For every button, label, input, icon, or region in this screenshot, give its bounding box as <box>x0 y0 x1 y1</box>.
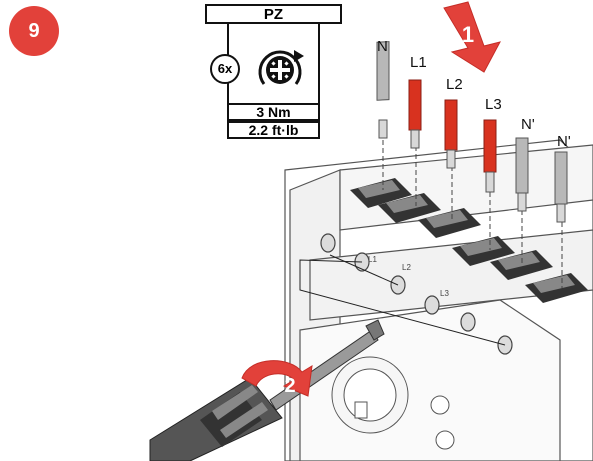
terminal-clamp <box>452 236 515 266</box>
screw-hole <box>460 312 476 332</box>
leader-lines <box>299 254 506 346</box>
step-1-arrow-icon: 1 <box>443 1 501 73</box>
screw-hole <box>320 233 336 253</box>
wire-n-prime-2 <box>554 151 568 223</box>
wire-label-l3: L3 <box>485 96 502 113</box>
terminal-mark: L2 <box>402 263 411 272</box>
wire-n <box>376 41 390 139</box>
wire-label-l2: L2 <box>446 76 463 93</box>
screw-hole <box>424 295 440 315</box>
step-1-label: 1 <box>462 22 474 47</box>
step-number-badge: 9 <box>9 6 59 56</box>
step-number: 9 <box>28 19 40 42</box>
torque-metric-value: 3 Nm <box>227 103 320 121</box>
step-2-label: 2 <box>284 375 295 397</box>
terminal-mark: L1 <box>368 255 377 264</box>
terminal-mark: L3 <box>440 289 449 298</box>
wire-label-n: N <box>377 38 388 55</box>
wire-label-l1: L1 <box>410 54 427 71</box>
terminal-clamp <box>350 178 412 208</box>
terminal-clamp <box>418 208 481 238</box>
terminal-clamps <box>350 178 588 303</box>
insertion-guides <box>382 140 563 288</box>
step-2-rotate-arrow-icon: 2 <box>241 360 313 397</box>
torque-imperial-value: 2.2 ft·lb <box>227 121 320 139</box>
wire-l2 <box>444 99 458 169</box>
rotary-mechanism <box>331 356 455 450</box>
torque-spec-panel: PZ 6x 3 Nm 2.2 ft·lb <box>205 4 342 142</box>
wire-label-n-prime-2: N' <box>557 133 571 150</box>
terminal-clamp <box>490 250 553 280</box>
wire-l1 <box>408 79 422 149</box>
wire-l3 <box>483 119 497 193</box>
screwdriver-bit-icon <box>258 50 304 85</box>
terminal-clamp <box>378 193 441 223</box>
tool-type-label: PZ <box>205 4 342 24</box>
screw-count-badge: 6x <box>210 54 240 84</box>
wire-n-prime-1 <box>515 137 529 212</box>
wire-label-n-prime-1: N' <box>521 116 535 133</box>
terminal-clamp <box>525 273 588 303</box>
